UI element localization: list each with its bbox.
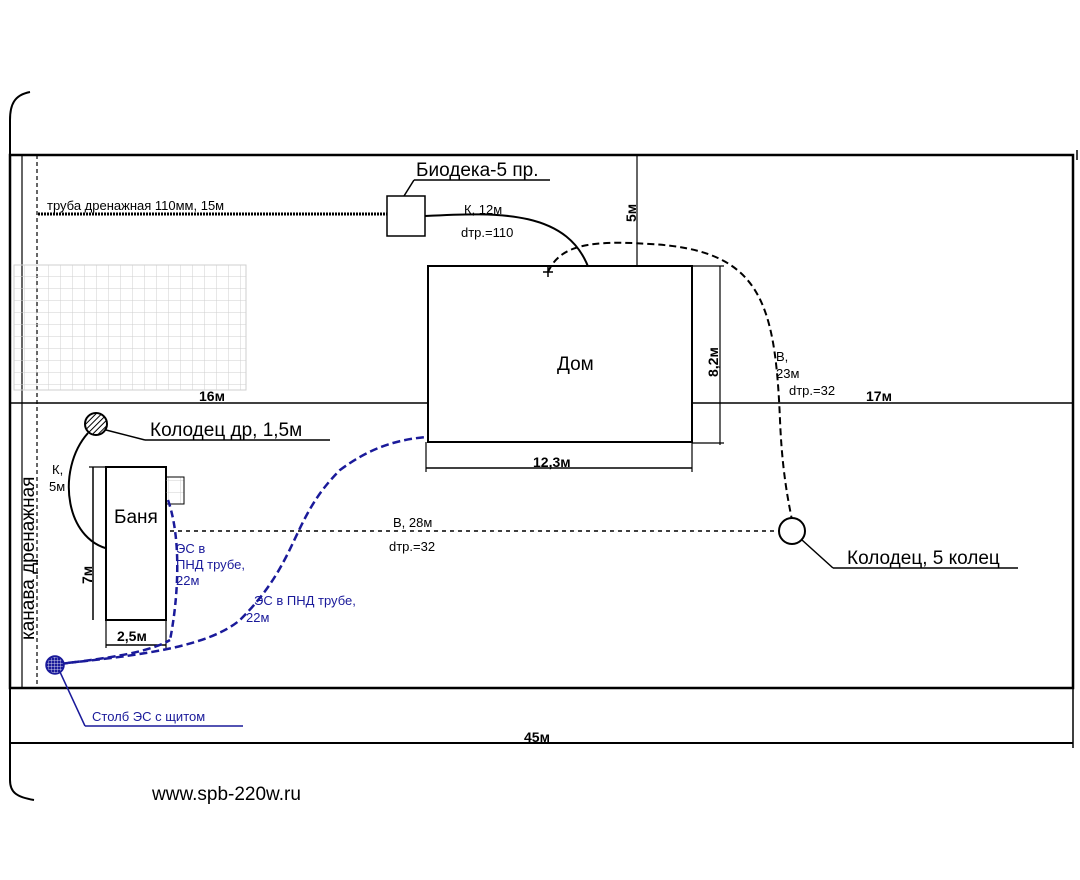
- label-es-short-1: ЭС в: [176, 541, 205, 556]
- label-dim-12-3: 12,3м: [533, 454, 571, 470]
- label-dim-5: 5м: [623, 204, 639, 222]
- label-dim-45: 45м: [524, 729, 550, 745]
- label-dim-8-2: 8,2м: [705, 347, 721, 377]
- garden-grid-area: [13, 264, 247, 391]
- label-sewer-k5-k: К,: [52, 462, 63, 477]
- label-website: www.spb-220w.ru: [151, 784, 301, 805]
- label-water-23m: 23м: [776, 366, 799, 381]
- sauna-rect: [105, 466, 167, 621]
- label-dim-2-5: 2,5м: [117, 628, 147, 644]
- label-biodeka: Биодека-5 пр.: [416, 160, 539, 181]
- sauna-porch: [165, 476, 185, 505]
- label-es-long-1: ЭС в ПНД трубе,: [254, 593, 356, 608]
- label-water-b: В,: [776, 349, 788, 364]
- label-dim-17: 17м: [866, 388, 892, 404]
- label-es-short-3: 22м: [176, 573, 199, 588]
- well-5-leader: [801, 539, 834, 569]
- es-line-pole-sauna: [59, 638, 171, 666]
- label-sewer-d110: dтр.=110: [461, 225, 513, 240]
- label-water-d32-bottom: dтр.=32: [389, 539, 435, 554]
- label-sewer-k5-m: 5м: [49, 479, 65, 494]
- label-water-b28: В, 28м: [393, 515, 432, 530]
- label-well-5: Колодец, 5 колец: [847, 548, 1000, 569]
- sewer-k5-line: [67, 432, 116, 551]
- label-pole: Столб ЭС с щитом: [92, 709, 205, 724]
- pole-leader: [59, 671, 86, 727]
- sewer-k12-line: [424, 213, 591, 273]
- label-water-d32-top: dтр.=32: [789, 383, 835, 398]
- label-es-long-2: 22м: [246, 610, 269, 625]
- es-line-short: [166, 499, 179, 641]
- house-rect: [427, 265, 693, 443]
- biodeka-leader: [403, 179, 415, 197]
- es-line-long: [55, 435, 427, 666]
- label-well-drain: Колодец др, 1,5м: [150, 420, 302, 441]
- well-5-rings: [778, 517, 806, 545]
- plot-boundary: [8, 153, 1075, 690]
- label-dim-16: 16м: [199, 388, 225, 404]
- label-sauna: Баня: [114, 507, 158, 528]
- label-ditch: канава дренажная: [18, 477, 39, 640]
- drain-well: [84, 412, 108, 436]
- label-drain-pipe: труба дренажная 110мм, 15м: [47, 198, 224, 213]
- drain-well-leader: [105, 429, 146, 441]
- label-house: Дом: [557, 354, 594, 375]
- label-sewer-k12: К, 12м: [464, 202, 502, 217]
- biodeka-box: [386, 195, 426, 237]
- label-dim-7: 7м: [79, 566, 95, 584]
- label-es-short-2: ПНД трубе,: [176, 557, 245, 572]
- electric-pole-mesh: [47, 657, 63, 673]
- water-b23-line: [547, 241, 793, 521]
